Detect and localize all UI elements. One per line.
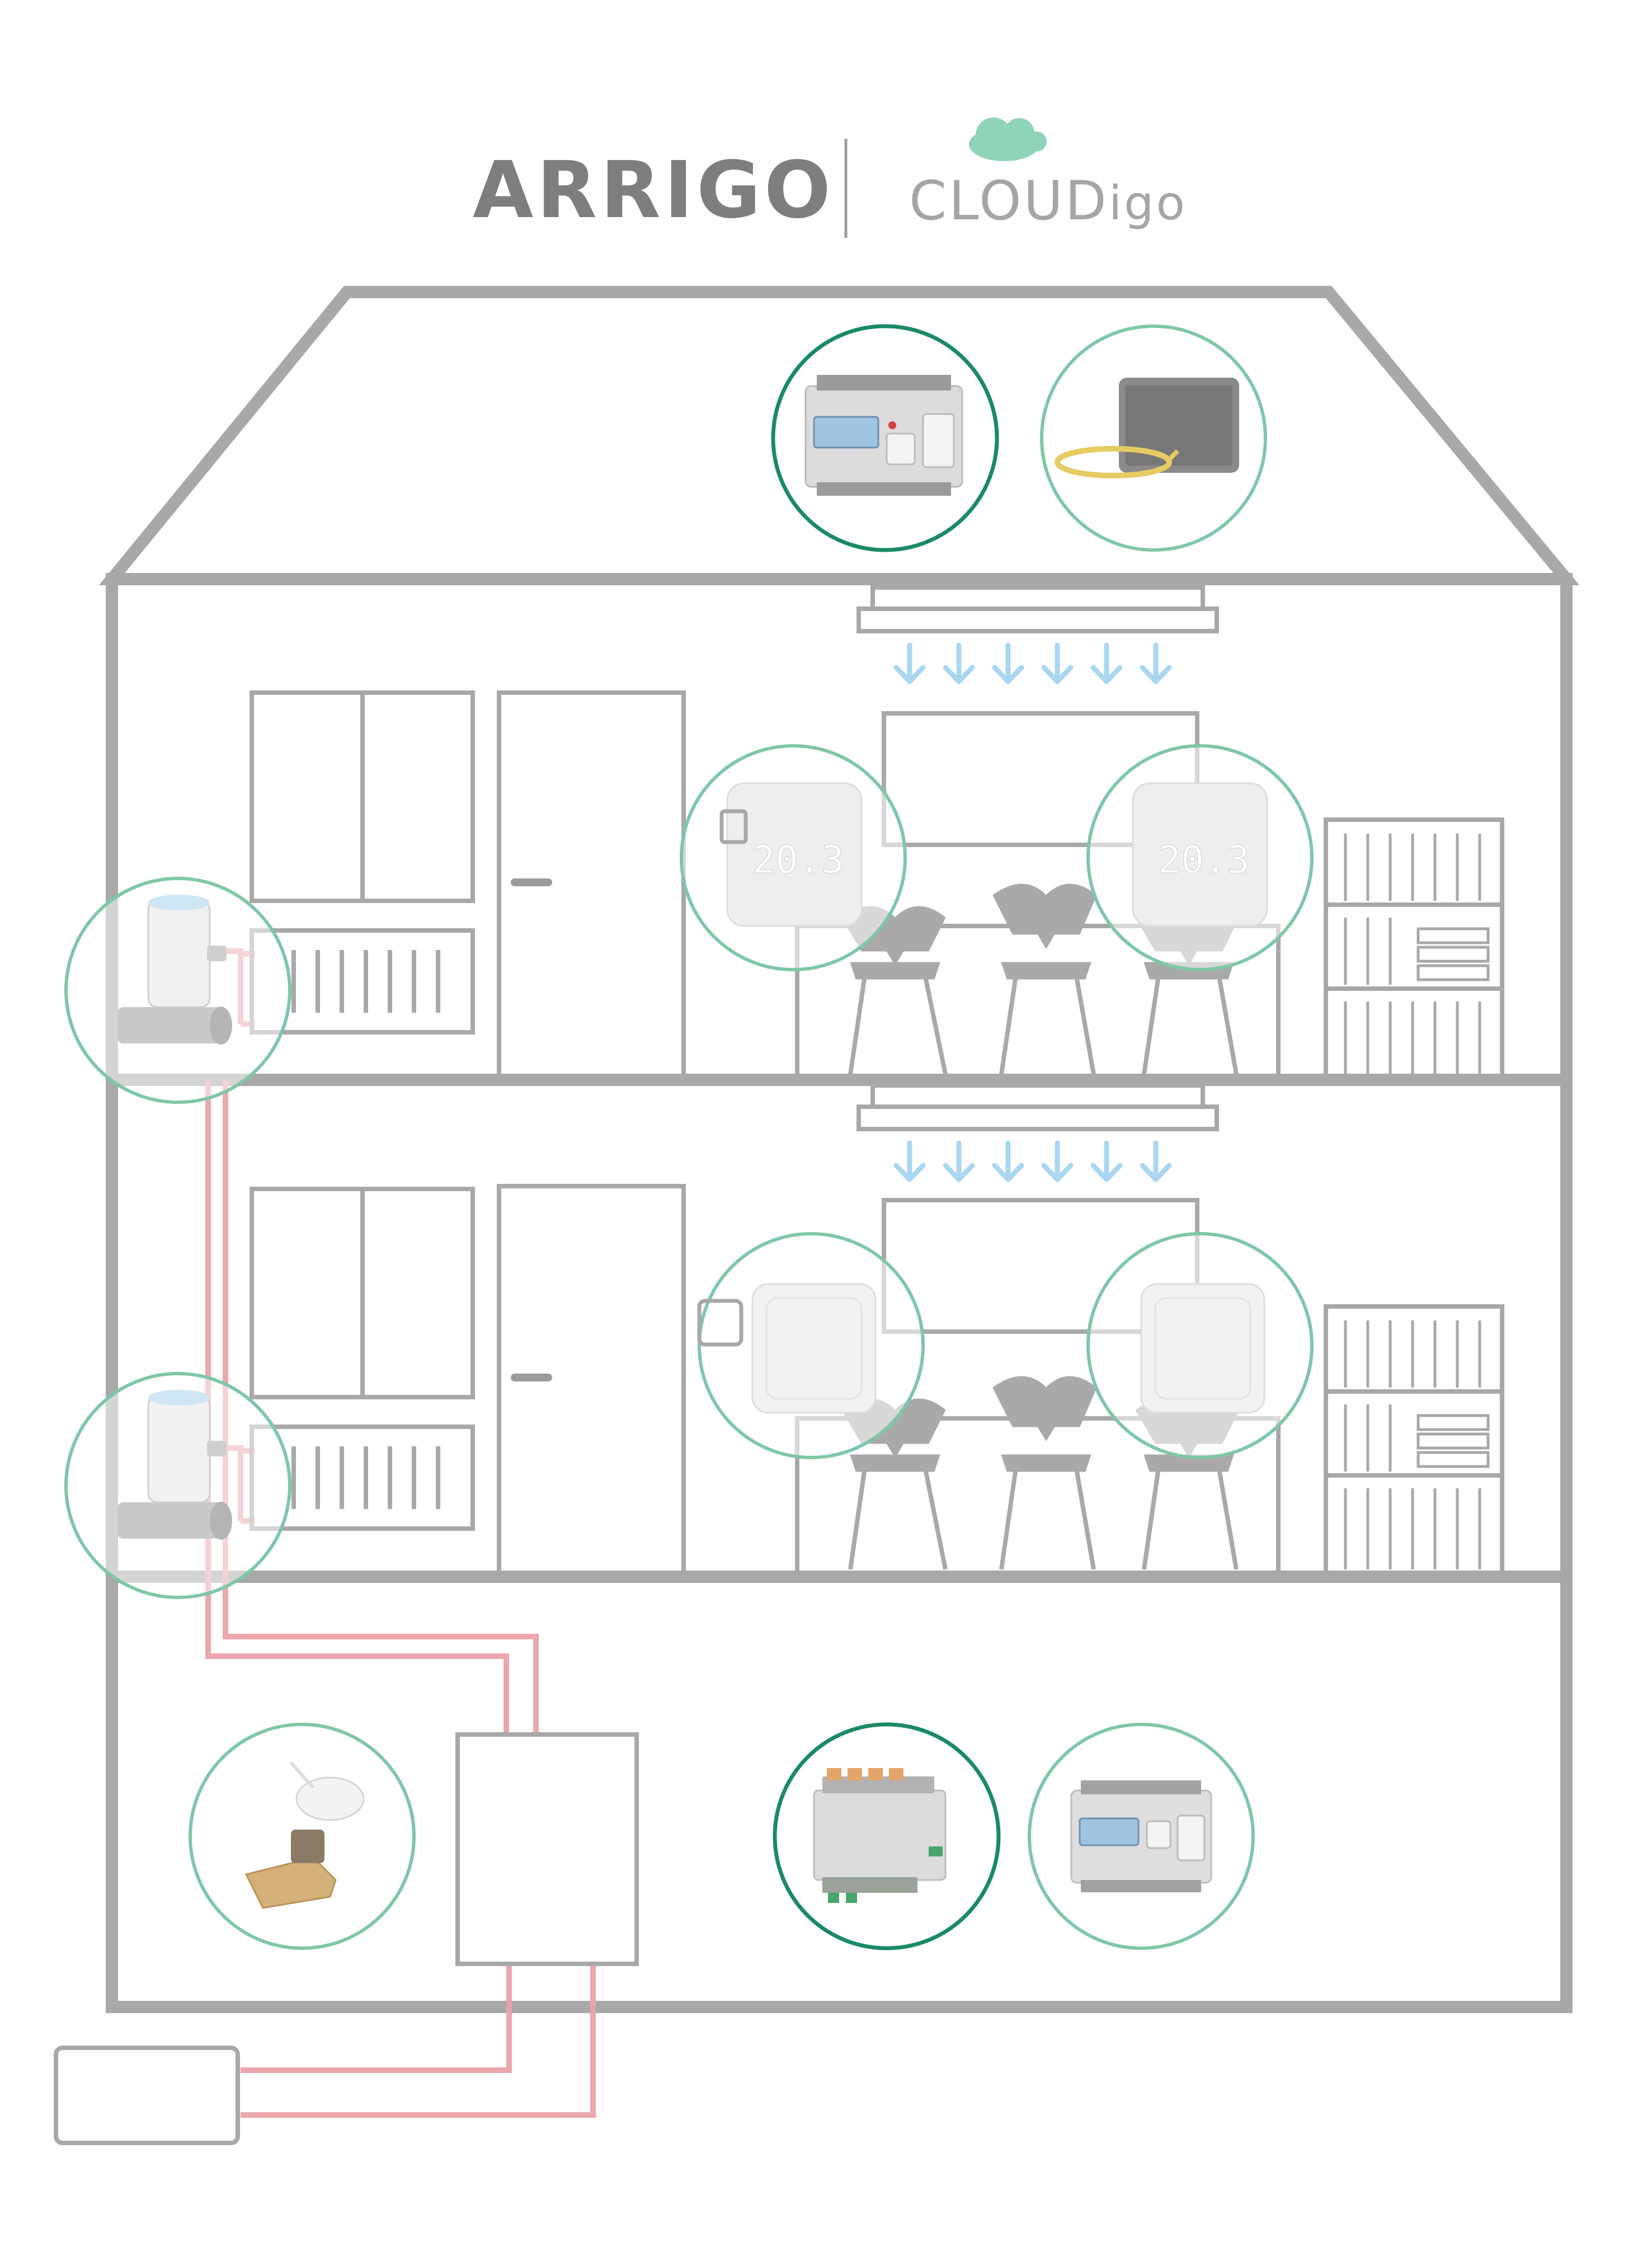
airflow-arrows — [893, 642, 1172, 684]
down-arrow-icon — [893, 1140, 926, 1182]
room-sensor-f1-left-device[interactable] — [697, 1232, 925, 1459]
din-rail-controller-icon — [804, 375, 963, 496]
down-arrow-icon — [1041, 1140, 1074, 1182]
room-sensor-f1-right-device[interactable] — [1086, 1232, 1314, 1459]
down-arrow-icon — [1090, 642, 1123, 684]
room-thermostat-f2-left-device[interactable]: 20.3 — [680, 744, 907, 971]
door — [497, 1184, 686, 1579]
wall-outlet — [697, 1299, 743, 1347]
ventilation-diffuser — [856, 1083, 1219, 1131]
room-sensor-icon — [751, 1283, 877, 1414]
chair-icon — [992, 1376, 1097, 1570]
attic-tablet-device[interactable] — [1040, 325, 1267, 552]
down-arrow-icon — [943, 1140, 975, 1182]
basement-io-module-device[interactable] — [773, 1722, 1001, 1950]
down-arrow-icon — [992, 1140, 1024, 1182]
radiator-fins — [291, 1446, 440, 1509]
down-arrow-icon — [1140, 642, 1172, 684]
chair-icon — [992, 883, 1097, 1075]
tablet-with-cable-icon — [1055, 378, 1239, 478]
cloud-icon — [969, 117, 1047, 161]
bookshelf — [1324, 1304, 1504, 1579]
io-module-icon — [813, 1768, 947, 1903]
airflow-arrows — [893, 1140, 1172, 1182]
arrigo-logo: ARRIGO — [473, 145, 834, 236]
down-arrow-icon — [943, 642, 975, 684]
down-arrow-icon — [1140, 1140, 1172, 1182]
room-furniture — [250, 1184, 1504, 1579]
radiator-fins — [291, 950, 440, 1013]
room-thermostat-display-icon: 20.3 — [1132, 782, 1268, 927]
down-arrow-icon — [1041, 642, 1074, 684]
basement-controller-device[interactable] — [1028, 1723, 1255, 1950]
basement-balancing-valve-device[interactable] — [189, 1723, 416, 1950]
radiator-valve-f2-device[interactable] — [64, 877, 291, 1104]
thermostat-reading: 20.3 — [1158, 838, 1250, 882]
cloudigo-logo-prefix: CLOUD — [909, 170, 1109, 232]
thermostatic-valve-actuator-icon — [117, 895, 232, 1045]
distribution-cabinet — [455, 1732, 639, 1966]
cloudigo-logo: CLOUDigo — [909, 170, 1187, 232]
radiator-valve-f1-device[interactable] — [64, 1372, 291, 1599]
house-body — [106, 573, 1573, 2013]
floor-upper: 20.3 20.3 — [64, 585, 1504, 1104]
thermostatic-valve-actuator-icon — [117, 1390, 232, 1540]
room-thermostat-f2-right-device[interactable]: 20.3 — [1086, 744, 1314, 971]
thermostat-reading: 20.3 — [752, 838, 844, 882]
bookshelf-binders — [1344, 834, 1490, 1074]
down-arrow-icon — [1090, 1140, 1123, 1182]
ventilation-diffuser — [856, 585, 1219, 633]
bookshelf — [1324, 817, 1504, 1082]
header: ARRIGO CLOUDigo — [473, 117, 1187, 238]
basement — [54, 1722, 1255, 2145]
balancing-valve-icon — [244, 1761, 365, 1909]
down-arrow-icon — [893, 642, 926, 684]
wall-outlet — [719, 809, 748, 844]
cloudigo-logo-suffix: igo — [1109, 176, 1187, 231]
room-thermostat-display-icon: 20.3 — [726, 782, 863, 927]
din-rail-controller-icon — [1070, 1780, 1212, 1892]
down-arrow-icon — [992, 642, 1024, 684]
heat-source-box — [54, 2046, 240, 2145]
bookshelf-binders — [1344, 1320, 1490, 1569]
room-sensor-icon — [1140, 1283, 1265, 1414]
floor-middle — [64, 1083, 1504, 1599]
attic-controller-device[interactable] — [771, 324, 999, 552]
